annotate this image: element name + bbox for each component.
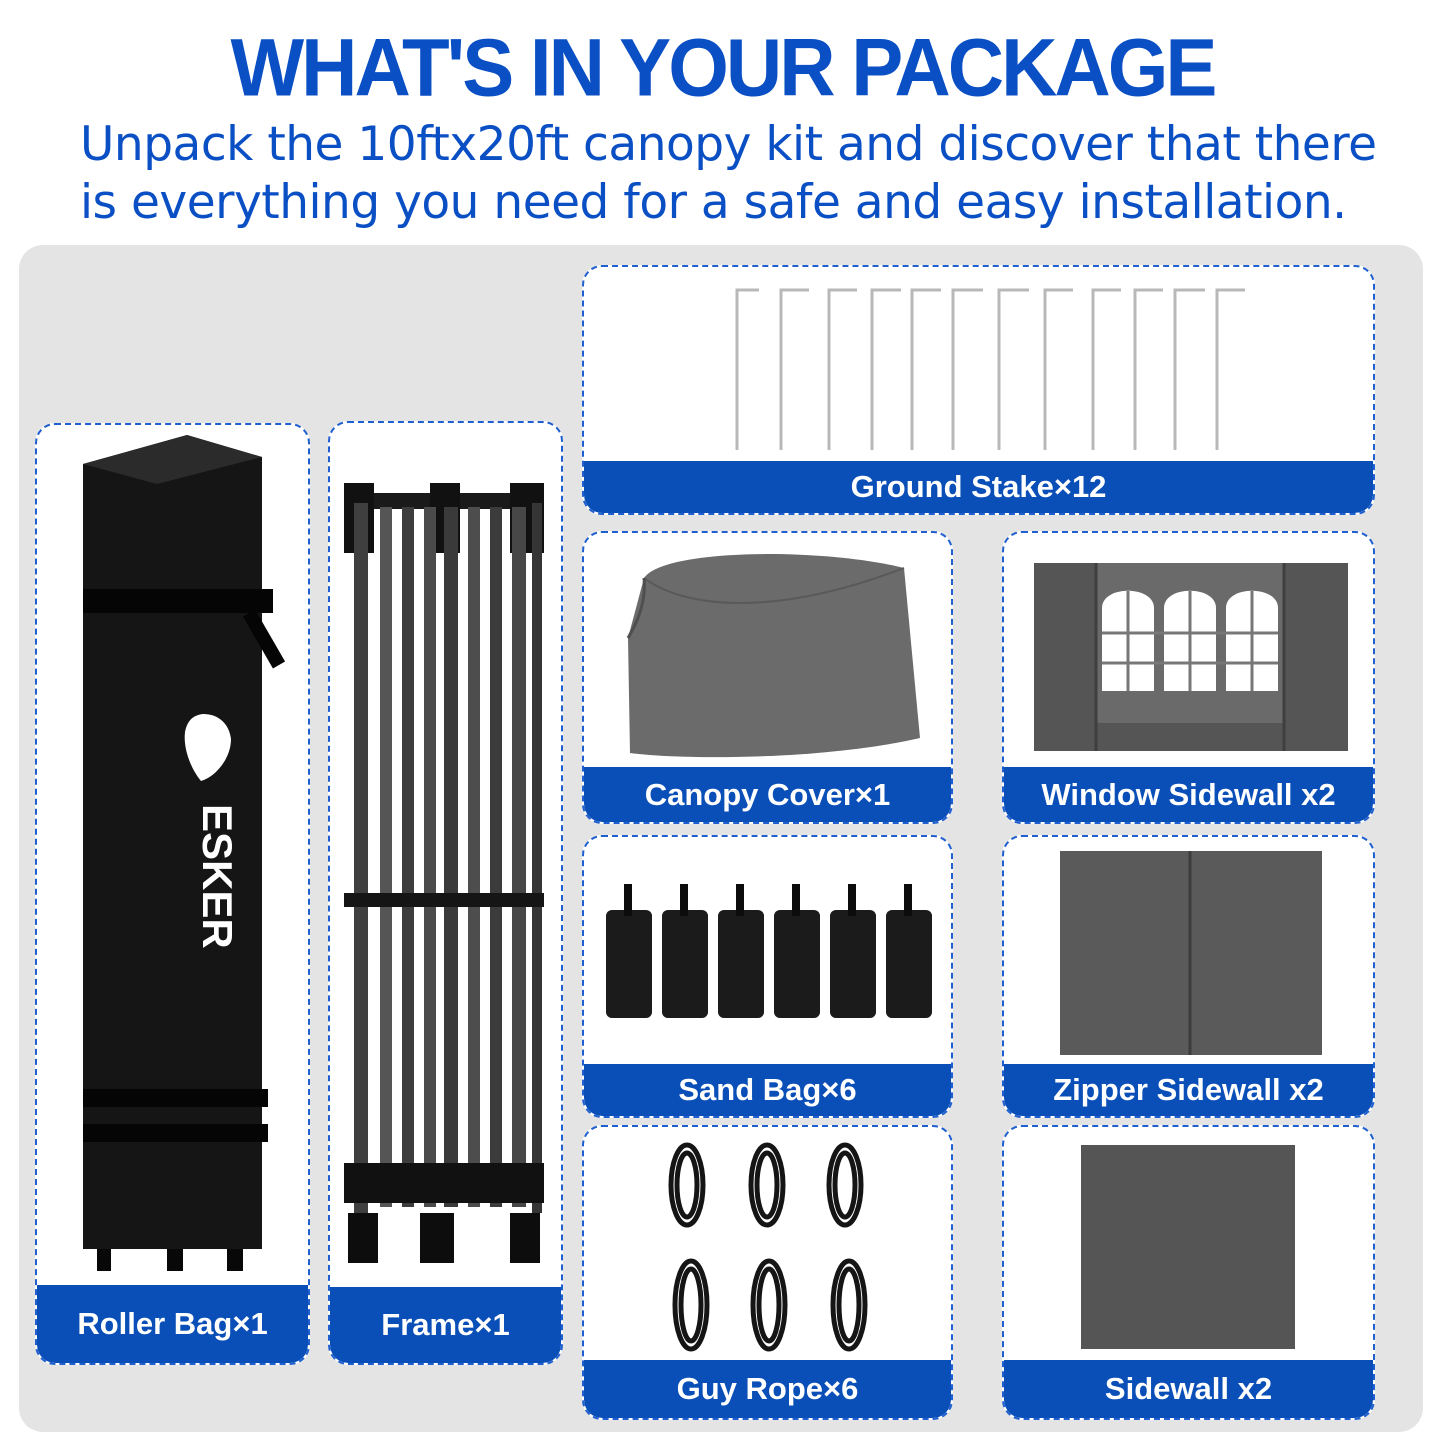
label-sand-bag: Sand Bag×6: [584, 1064, 951, 1116]
card-window-sidewall: Window Sidewall x2: [1002, 531, 1375, 824]
window-sidewall-image: [1034, 563, 1348, 751]
label-frame: Frame×1: [330, 1287, 561, 1363]
sidewall-image: [1081, 1145, 1295, 1349]
card-canopy-cover: Canopy Cover×1: [582, 531, 953, 824]
label-zipper-sidewall: Zipper Sidewall x2: [1004, 1064, 1373, 1116]
card-frame: Frame×1: [328, 421, 563, 1365]
canopy-cover-image: [624, 548, 924, 763]
card-guy-rope: Guy Rope×6: [582, 1125, 953, 1420]
zipper-sidewall-image: [1060, 851, 1322, 1055]
label-sidewall: Sidewall x2: [1004, 1360, 1373, 1418]
ground-stake-image: [729, 285, 1259, 455]
brand-logo-text: ESKER: [194, 804, 241, 949]
sand-bag-image: [598, 882, 938, 1022]
card-zipper-sidewall: Zipper Sidewall x2: [1002, 835, 1375, 1118]
label-canopy-cover: Canopy Cover×1: [584, 767, 951, 822]
frame-image: [340, 483, 555, 1273]
card-sand-bag: Sand Bag×6: [582, 835, 953, 1118]
shield-logo-icon: [184, 714, 231, 781]
page-title: WHAT'S IN YOUR PACKAGE: [230, 20, 1218, 114]
card-ground-stake: Ground Stake×12: [582, 265, 1375, 515]
label-roller-bag: Roller Bag×1: [37, 1285, 308, 1363]
label-guy-rope: Guy Rope×6: [584, 1360, 951, 1418]
page-subtitle: Unpack the 10ftx20ft canopy kit and disc…: [80, 117, 1377, 230]
card-sidewall: Sidewall x2: [1002, 1125, 1375, 1420]
label-ground-stake: Ground Stake×12: [584, 461, 1373, 513]
guy-rope-image: [659, 1137, 879, 1357]
roller-bag-image: ESKER: [77, 429, 297, 1279]
label-window-sidewall: Window Sidewall x2: [1004, 767, 1373, 822]
card-roller-bag: ESKER Roller Bag×1: [35, 423, 310, 1365]
